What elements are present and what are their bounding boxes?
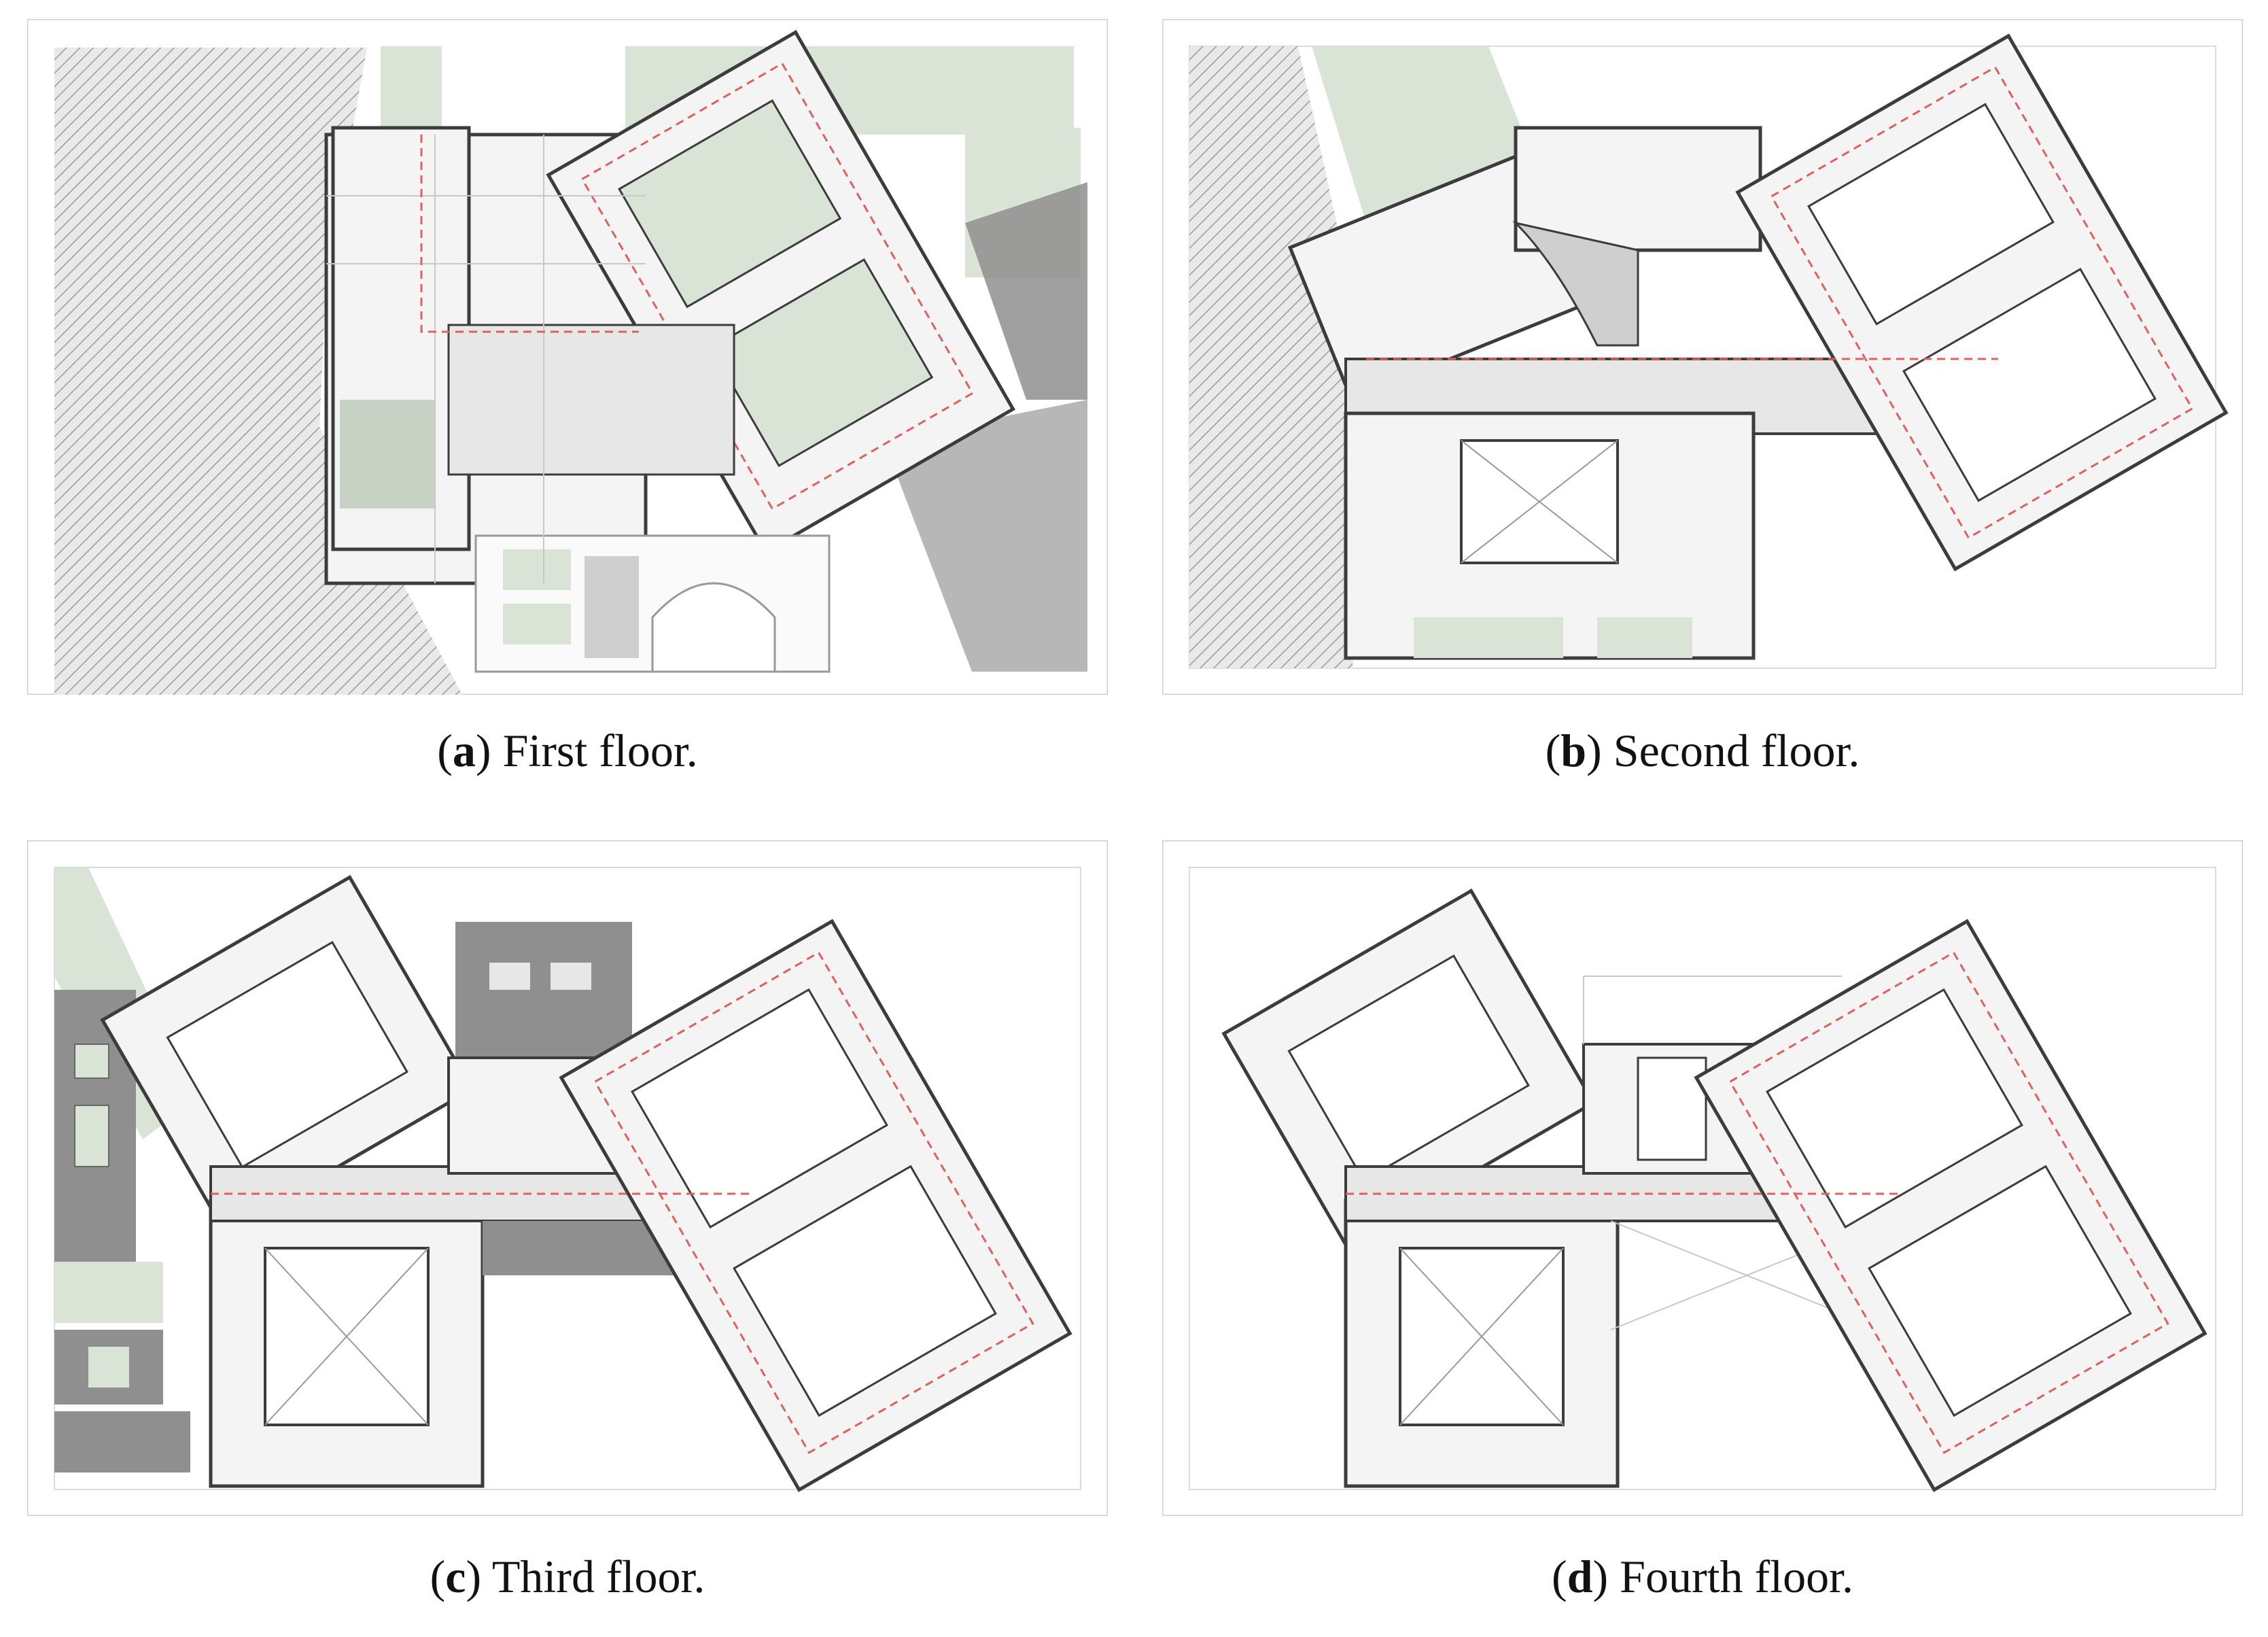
floor-plan-panel-d	[1162, 840, 2243, 1516]
building-wing	[1735, 33, 2229, 572]
panel-letter: d	[1567, 1551, 1593, 1602]
courtyard	[1902, 267, 2157, 502]
courtyard	[1807, 103, 2055, 326]
courtyard	[166, 941, 408, 1169]
courtyard	[1287, 954, 1530, 1182]
floor-plan-panel-b	[1162, 19, 2243, 695]
panel-caption-a: (a) First floor.	[437, 725, 698, 776]
floor-plan-panel-c	[27, 840, 1108, 1516]
panel-letter: c	[445, 1551, 466, 1602]
second-floor-plan	[1162, 19, 2243, 695]
fourth-floor-plan	[1162, 840, 2243, 1516]
first-floor-plan	[27, 19, 1108, 695]
roof-terrace	[455, 922, 632, 1058]
hatched-plot	[1189, 46, 1366, 668]
paving-area	[965, 182, 1087, 400]
panel-caption-c: (c) Third floor.	[430, 1551, 705, 1602]
floor-plan-panel-a	[27, 19, 1108, 695]
courtyard	[1766, 988, 2023, 1229]
caption-text: Second floor.	[1613, 725, 1860, 776]
panel-letter: a	[452, 725, 476, 776]
panel-caption-b: (b) Second floor.	[1545, 725, 1860, 776]
green-area	[340, 400, 435, 509]
green-area	[54, 1262, 163, 1323]
caption-text: Fourth floor.	[1620, 1551, 1853, 1602]
paving-area	[884, 400, 1087, 672]
third-floor-plan	[27, 840, 1108, 1516]
panel-letter: b	[1560, 725, 1587, 776]
building-block	[1514, 126, 1762, 252]
roof-terrace	[54, 1411, 190, 1472]
panel-caption-d: (d) Fourth floor.	[1552, 1551, 1853, 1602]
courtyard	[710, 258, 934, 468]
caption-text: First floor.	[502, 725, 698, 776]
courtyard	[733, 1165, 997, 1417]
green-area	[381, 46, 442, 141]
courtyard	[1868, 1165, 2132, 1417]
lobby	[447, 324, 735, 476]
courtyard	[631, 988, 888, 1229]
courtyard	[618, 99, 842, 309]
caption-text: Third floor.	[491, 1551, 705, 1602]
